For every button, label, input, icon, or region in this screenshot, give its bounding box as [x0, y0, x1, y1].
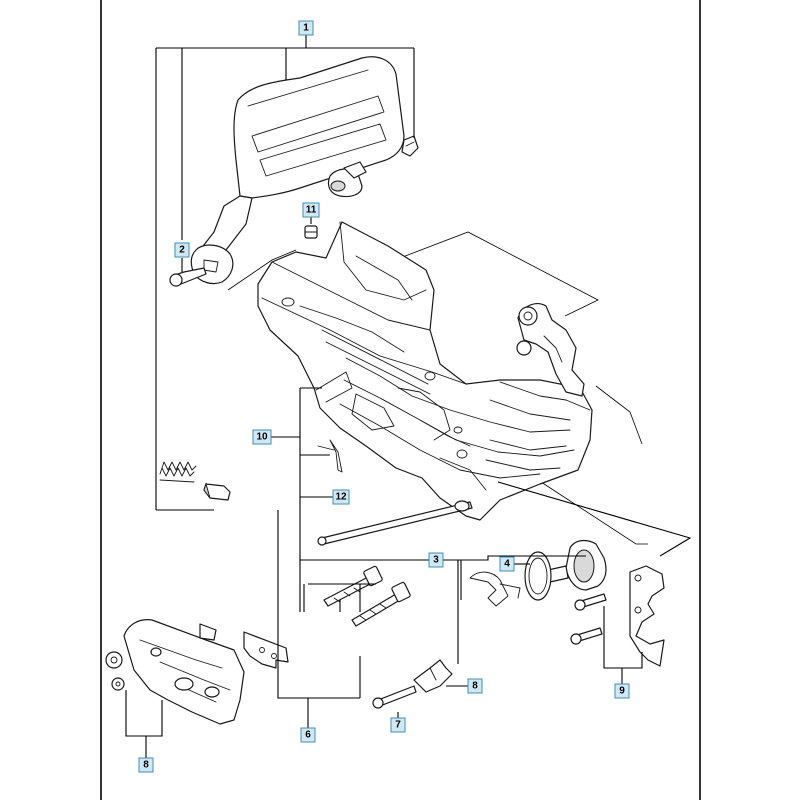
callout-3[interactable]: 3 [428, 552, 444, 568]
plate-part [243, 631, 289, 669]
callout-12-label: 12 [335, 492, 347, 503]
chain-guard-part [105, 619, 245, 725]
callout-8-lower-label: 8 [472, 681, 478, 692]
background-plane [227, 231, 648, 545]
callout-4[interactable]: 4 [499, 556, 515, 572]
drum-part-3 [547, 539, 607, 591]
callout-9[interactable]: 9 [614, 683, 630, 699]
callout-8-left-label: 8 [143, 760, 149, 771]
pin-part [317, 439, 343, 473]
callout-7[interactable]: 7 [390, 717, 406, 733]
nut-part-11 [304, 225, 318, 239]
callout-1[interactable]: 1 [298, 20, 314, 36]
side-plate-part-9 [629, 565, 665, 667]
callout-10[interactable]: 10 [252, 429, 272, 445]
screw-part-2 [169, 267, 207, 287]
crankcase-body-part [257, 221, 593, 521]
ring-part-4 [524, 551, 552, 601]
callout-9-label: 9 [619, 686, 625, 697]
callout-3-label: 3 [433, 555, 439, 566]
callout-2-label: 2 [179, 245, 185, 256]
callout-11-label: 11 [306, 205, 317, 216]
plug-part [203, 482, 231, 501]
handle-cover-part [190, 56, 419, 285]
callout-6[interactable]: 6 [300, 727, 316, 743]
clip-part [469, 571, 521, 607]
callout-6-label: 6 [305, 730, 311, 741]
rod-part-12 [317, 500, 473, 546]
bolt-part-7 [372, 685, 417, 709]
screw-parts-9 [570, 593, 607, 645]
callout-4-label: 4 [504, 559, 510, 570]
callout-1-label: 1 [303, 23, 309, 34]
spring-part [159, 461, 197, 483]
callout-11[interactable]: 11 [302, 202, 320, 218]
callout-8-lower[interactable]: 8 [467, 678, 483, 694]
callout-2[interactable]: 2 [174, 242, 190, 258]
bolt-parts-6 [323, 565, 411, 627]
callout-7-label: 7 [395, 720, 401, 731]
leader-lines [125, 35, 692, 758]
callout-8-left[interactable]: 8 [138, 757, 154, 773]
bracket-part-8 [413, 659, 453, 693]
callout-12[interactable]: 12 [332, 489, 350, 505]
callout-10-label: 10 [256, 432, 268, 443]
